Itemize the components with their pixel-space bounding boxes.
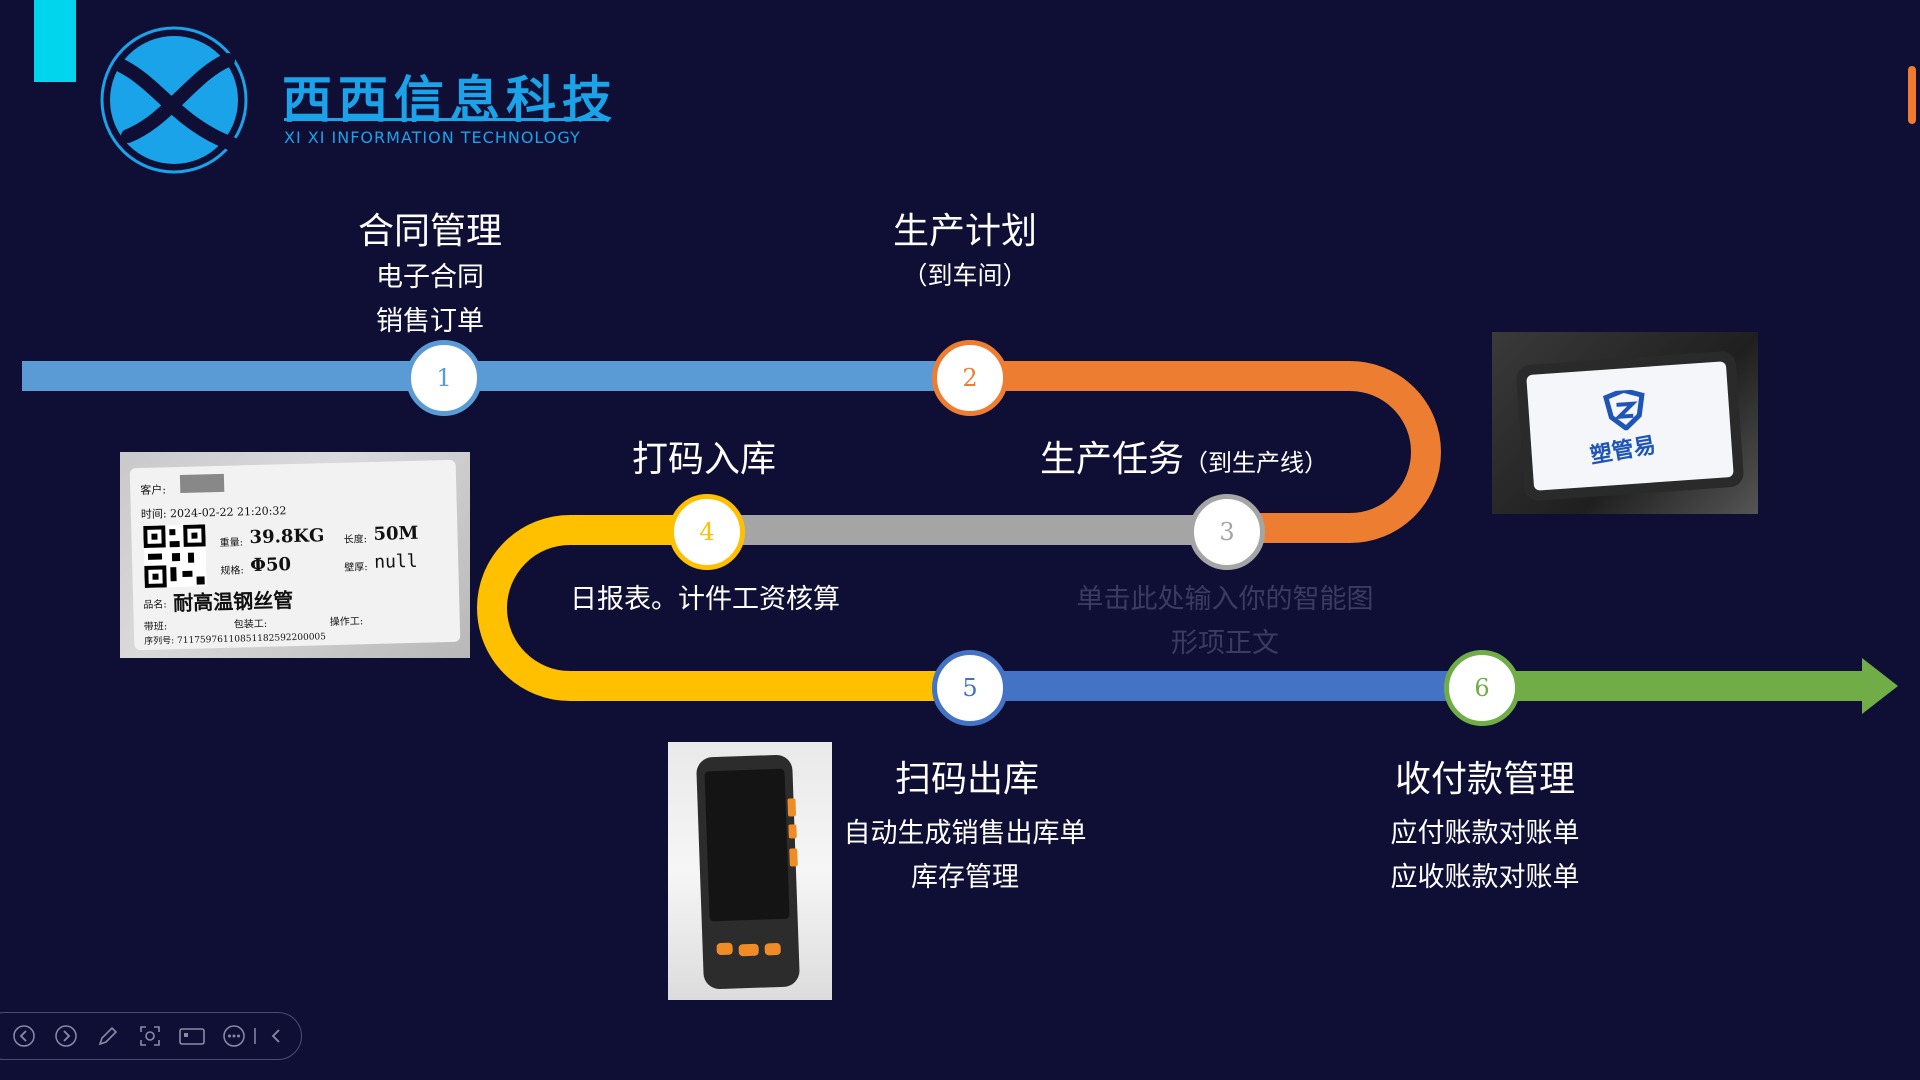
presentation-toolbar (0, 1012, 302, 1060)
step-4-line-1: 日报表。计件工资核算 (570, 584, 840, 615)
scanner-device (695, 754, 801, 990)
collapse-toolbar-button[interactable] (262, 1022, 290, 1050)
pen-tool-button[interactable] (94, 1022, 122, 1050)
step-2-line-1: （到车间） (902, 261, 1028, 290)
scanner-screen (704, 768, 790, 922)
placeholder-line-1[interactable]: 单击此处输入你的智能图 (1076, 584, 1374, 615)
more-icon (223, 1025, 245, 1047)
more-options-button[interactable] (220, 1022, 248, 1050)
screen-button[interactable] (178, 1022, 206, 1050)
company-name-en: XI XI INFORMATION TECHNOLOGY (284, 128, 581, 147)
label-band: 带班: (143, 621, 168, 633)
step-6-line-1: 应付账款对账单 (1390, 818, 1580, 849)
step-3-title: 生产任务（到生产线） (1040, 430, 1370, 482)
scanner-side-key (787, 798, 797, 817)
track-segment-orange (970, 361, 1441, 543)
label-length: 长度: (343, 534, 368, 546)
label-time: 时间: 2024-02-22 21:20:32 (140, 504, 287, 522)
label-length-value: 50M (373, 522, 419, 545)
label-product: 品名: (143, 599, 167, 611)
scanner-side-key (788, 824, 797, 839)
screen-icon (179, 1028, 205, 1045)
label-product-value: 耐高温钢丝管 (172, 588, 294, 616)
tablet-logo-icon (1602, 388, 1645, 432)
prev-icon (13, 1025, 35, 1047)
redacted-block (179, 473, 225, 493)
scanner-button (738, 943, 759, 957)
screenshot-icon (140, 1026, 160, 1046)
pen-icon (98, 1026, 118, 1046)
step-6-title: 收付款管理 (1394, 759, 1575, 800)
track-segment-yellow (477, 515, 970, 701)
step-1-marker: 1 (406, 340, 482, 416)
label-weight: 重量: (219, 537, 244, 549)
prev-slide-button[interactable] (10, 1022, 38, 1050)
step-5-marker: 5 (932, 650, 1008, 726)
step-1-line-1: 电子合同 (376, 262, 484, 293)
placeholder-line-2[interactable]: 形项正文 (1171, 628, 1279, 659)
toolbar-divider (254, 1028, 256, 1044)
label-spec: 规格: (220, 565, 244, 577)
scanner-button (716, 942, 733, 956)
tablet-screen: 塑管易 (1526, 361, 1734, 491)
step-3-marker: 3 (1189, 494, 1265, 570)
label-packer: 包装工: (233, 618, 268, 631)
step-6-line-2: 应收账款对账单 (1390, 862, 1580, 893)
product-label-photo: 客户: 时间: 2024-02-22 21:20:32 重量: 39.8KG 长… (120, 452, 470, 658)
next-icon (55, 1025, 77, 1047)
screenshot-button[interactable] (136, 1022, 164, 1050)
step-4-marker: 4 (669, 494, 745, 570)
step-6-marker: 6 (1444, 650, 1520, 726)
arrow-head-icon (1862, 658, 1898, 714)
label-weight-value: 39.8KG (249, 525, 325, 549)
step-3-title-main: 生产任务 (1040, 439, 1185, 480)
step-2-title: 生产计划 (892, 211, 1037, 252)
collapse-icon (271, 1029, 280, 1043)
label-thickness: 壁厚: (344, 562, 368, 574)
scrollbar-thumb[interactable] (1908, 66, 1916, 124)
step-5-line-2: 库存管理 (911, 862, 1019, 893)
qr-code-icon (143, 524, 207, 588)
accent-bar (34, 0, 76, 82)
scanner-side-key (789, 848, 798, 867)
label-operator: 操作工: (329, 616, 364, 629)
step-2-marker: 2 (932, 340, 1008, 416)
company-logo (100, 26, 248, 174)
next-slide-button[interactable] (52, 1022, 80, 1050)
product-label-card: 客户: 时间: 2024-02-22 21:20:32 重量: 39.8KG 长… (129, 459, 461, 651)
label-customer: 客户: (140, 483, 167, 498)
label-serial: 序列号: 71175976110851182592200005 (144, 632, 327, 647)
tablet-photo: 塑管易 (1492, 332, 1758, 514)
tablet-brand: 塑管易 (1588, 432, 1658, 470)
label-thickness-value: null (373, 550, 418, 573)
handheld-scanner-photo (668, 742, 832, 1000)
tablet-device: 塑管易 (1515, 350, 1745, 502)
step-3-title-suffix: （到生产线） (1184, 449, 1329, 477)
step-1-line-2: 销售订单 (376, 306, 484, 337)
step-4-title: 打码入库 (631, 439, 776, 480)
step-5-title: 扫码出库 (894, 759, 1039, 800)
brand-divider (284, 118, 604, 121)
step-1-title: 合同管理 (357, 211, 502, 252)
step-5-line-1: 自动生成销售出库单 (843, 818, 1087, 849)
scanner-button (764, 942, 781, 956)
label-spec-value: Φ50 (249, 554, 292, 577)
